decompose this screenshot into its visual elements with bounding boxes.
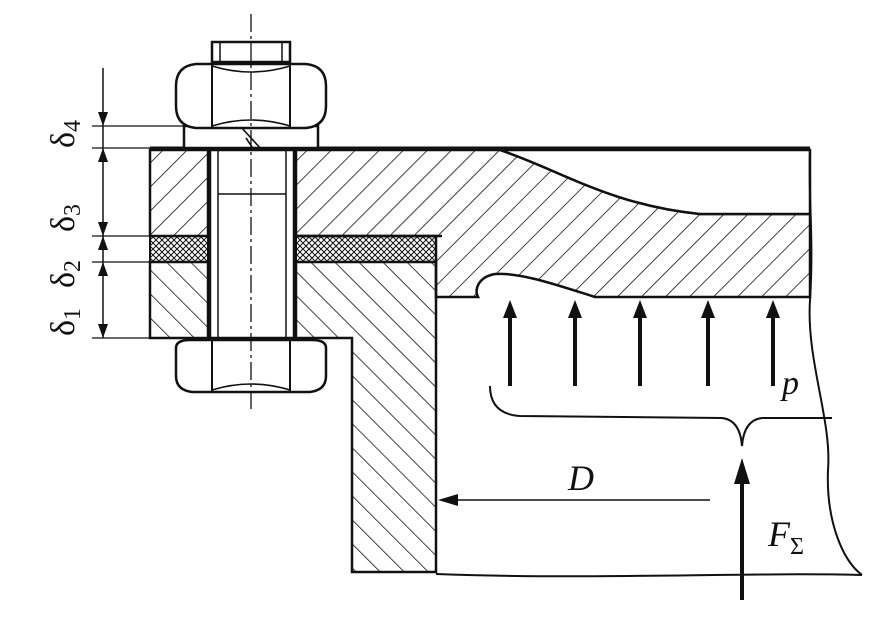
resultant-force: FΣ bbox=[489, 385, 832, 600]
gasket-left bbox=[149, 235, 209, 263]
lower-flange bbox=[148, 260, 438, 574]
delta2-label: δ2 bbox=[45, 260, 86, 288]
thickness-dimensions: δ4 δ3 δ2 δ1 bbox=[45, 68, 184, 339]
gasket-right bbox=[295, 235, 437, 263]
bolt bbox=[174, 14, 328, 412]
brace bbox=[489, 385, 832, 447]
pressure-label: p bbox=[780, 365, 799, 402]
force-label: FΣ bbox=[767, 514, 804, 560]
delta3-label: δ3 bbox=[45, 204, 86, 232]
vessel-outline bbox=[435, 149, 863, 578]
pressure-arrow bbox=[503, 300, 517, 386]
pressure-arrow bbox=[701, 300, 715, 386]
delta1-label: δ1 bbox=[45, 308, 86, 336]
pressure-arrow bbox=[568, 300, 582, 386]
flange-top-recess bbox=[499, 148, 812, 216]
delta4-label: δ4 bbox=[45, 120, 86, 148]
pressure-arrow bbox=[766, 300, 780, 386]
upper-flange-left-section bbox=[148, 148, 210, 238]
lower-flange-wall bbox=[294, 260, 438, 574]
diameter-label: D bbox=[567, 458, 594, 498]
upper-flange bbox=[148, 146, 812, 299]
lower-flange-left-section bbox=[148, 260, 210, 340]
diameter-dimension: D bbox=[438, 458, 710, 506]
pressure-arrows: p bbox=[503, 300, 799, 402]
gasket bbox=[149, 234, 442, 263]
pressure-arrow bbox=[633, 300, 647, 386]
bolt-shank bbox=[208, 148, 296, 340]
